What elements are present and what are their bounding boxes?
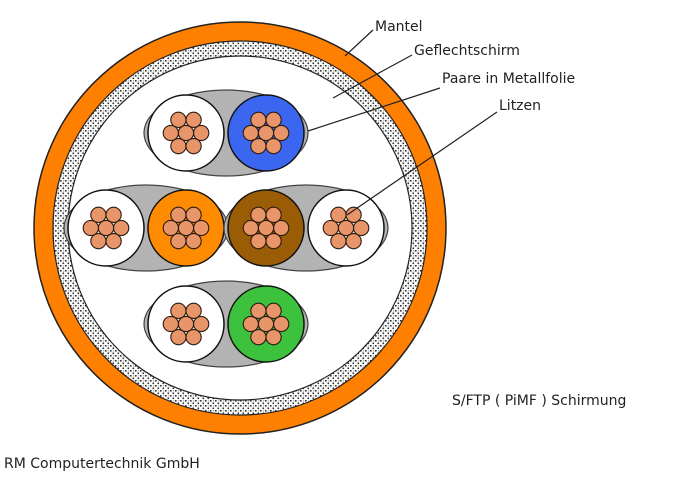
conductor-white [147, 285, 225, 363]
strand-wire [193, 124, 210, 142]
conductor-brown [227, 189, 305, 267]
strand-wire [185, 233, 202, 250]
strand-wire [113, 219, 130, 237]
strand-wire [170, 138, 187, 155]
strand-wire [185, 206, 202, 223]
pair-orange [63, 184, 229, 272]
strand-wire [90, 233, 107, 250]
leader-line-pairs [307, 87, 441, 132]
strand-wire [330, 206, 347, 223]
strand-wire [185, 138, 202, 155]
strand-wire [353, 219, 370, 237]
strand-wire [162, 124, 179, 142]
strand-wire [177, 219, 195, 237]
strand-wire [82, 219, 99, 237]
strand-wire [265, 111, 282, 128]
strand-wire [162, 315, 179, 333]
conductor-orange [147, 189, 225, 267]
label-strands: Litzen [499, 98, 541, 114]
label-braid-shield: Geflechtschirm [414, 43, 520, 59]
strand-wire [90, 206, 107, 223]
leader-lines [307, 29, 498, 216]
strand-wire [185, 111, 202, 128]
strand-wire [273, 124, 290, 142]
strand-wire [242, 219, 259, 237]
label-foil-pairs: Paare in Metallfolie [442, 71, 575, 87]
strand-wire [265, 329, 282, 346]
label-mantel: Mantel [375, 19, 423, 35]
strand-wire [330, 233, 347, 250]
strand-wire [185, 329, 202, 346]
strand-wire [265, 138, 282, 155]
strand-wire [170, 233, 187, 250]
strand-wire [105, 206, 122, 223]
strand-wire [257, 315, 275, 333]
leader-line-strands [346, 111, 498, 216]
strand-wire [185, 302, 202, 319]
shielding-type-caption: S/FTP ( PiMF ) Schirmung [452, 393, 627, 409]
strand-wire [177, 124, 195, 142]
strand-wire [177, 315, 195, 333]
strand-wire [242, 315, 259, 333]
strand-wire [250, 233, 267, 250]
conductor-blue [227, 94, 305, 172]
strand-wire [170, 329, 187, 346]
conductor-white [147, 94, 225, 172]
leader-line-braid [332, 54, 413, 99]
strand-wire [193, 315, 210, 333]
strand-wire [193, 219, 210, 237]
strand-wire [345, 233, 362, 250]
strand-wire [273, 219, 290, 237]
conductor-white [307, 189, 385, 267]
conductor-green [227, 285, 305, 363]
strand-wire [162, 219, 179, 237]
strand-wire [257, 124, 275, 142]
strand-wire [273, 315, 290, 333]
strand-wire [242, 124, 259, 142]
conductor-white [67, 189, 145, 267]
strand-wire [337, 219, 355, 237]
strand-wire [170, 302, 187, 319]
strand-wire [250, 302, 267, 319]
strand-wire [265, 302, 282, 319]
strand-wire [105, 233, 122, 250]
company-name: RM Computertechnik GmbH [4, 456, 200, 472]
leader-line-mantel [344, 29, 374, 57]
strand-wire [345, 206, 362, 223]
strand-wire [322, 219, 339, 237]
strand-wire [250, 111, 267, 128]
pair-green [143, 280, 309, 368]
strand-wire [97, 219, 115, 237]
strand-wire [265, 233, 282, 250]
strand-wire [250, 138, 267, 155]
strand-wire [170, 111, 187, 128]
strand-wire [265, 206, 282, 223]
pair-blue [143, 89, 309, 177]
strand-wire [250, 329, 267, 346]
pair-brown [223, 184, 389, 272]
strand-wire [257, 219, 275, 237]
strand-wire [170, 206, 187, 223]
strand-wire [250, 206, 267, 223]
